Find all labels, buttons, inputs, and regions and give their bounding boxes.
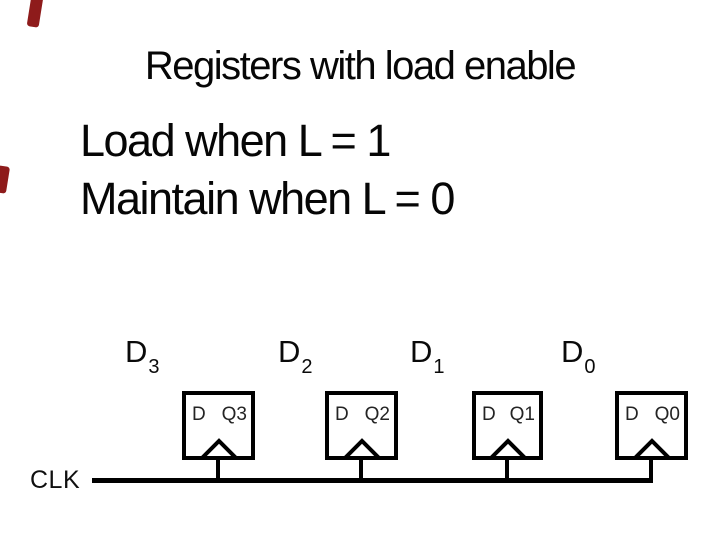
slide-border-fragment-top xyxy=(26,0,44,28)
flipflop-2-q-pin-label: Q2 xyxy=(364,404,390,425)
clock-edge-triangle-icon xyxy=(631,438,672,458)
clk-label: CLK xyxy=(30,466,81,494)
input-label-d0-base: D xyxy=(561,334,584,369)
flipflop-0-d-pin-label: D xyxy=(625,404,639,425)
flipflop-0-q-pin-label: Q0 xyxy=(654,404,680,425)
clock-edge-triangle-icon xyxy=(487,438,528,458)
slide-body-text: Load when L = 1 Maintain when L = 0 xyxy=(80,112,455,228)
body-line-maintain: Maintain when L = 0 xyxy=(80,173,455,224)
input-label-d3-base: D xyxy=(125,334,148,369)
clock-bus-wire xyxy=(92,478,653,483)
flipflop-3-d-pin-label: D xyxy=(192,404,206,425)
flipflop-box-3: D Q3 xyxy=(182,391,255,460)
input-label-d3: D3 xyxy=(125,334,160,377)
input-label-d0-sub: 0 xyxy=(584,356,596,379)
flipflop-1-q-pin-label: Q1 xyxy=(509,404,535,425)
flipflop-box-2: D Q2 xyxy=(325,391,398,460)
flipflop-box-1: D Q1 xyxy=(472,391,543,460)
slide-title: Registers with load enable xyxy=(144,44,577,88)
input-label-d1-base: D xyxy=(410,334,433,369)
clock-edge-triangle-icon xyxy=(341,438,382,458)
input-label-d3-sub: 3 xyxy=(148,356,160,379)
flipflop-box-0: D Q0 xyxy=(615,391,688,460)
slide-border-fragment-left xyxy=(0,165,11,194)
input-label-d1-sub: 1 xyxy=(433,356,445,379)
clock-stub-wire-1 xyxy=(505,459,509,483)
input-label-d2: D2 xyxy=(278,334,313,377)
input-label-d2-base: D xyxy=(278,334,301,369)
body-line-load: Load when L = 1 xyxy=(80,115,391,166)
clock-edge-triangle-icon xyxy=(198,438,239,458)
input-label-d2-sub: 2 xyxy=(301,356,313,379)
clock-stub-wire-2 xyxy=(359,459,363,483)
clock-stub-wire-0 xyxy=(649,459,653,483)
input-label-d1: D1 xyxy=(410,334,445,377)
flipflop-3-q-pin-label: Q3 xyxy=(221,404,247,425)
input-label-d0: D0 xyxy=(561,334,596,377)
flipflop-1-d-pin-label: D xyxy=(482,404,496,425)
clock-stub-wire-3 xyxy=(216,459,220,483)
flipflop-2-d-pin-label: D xyxy=(335,404,349,425)
